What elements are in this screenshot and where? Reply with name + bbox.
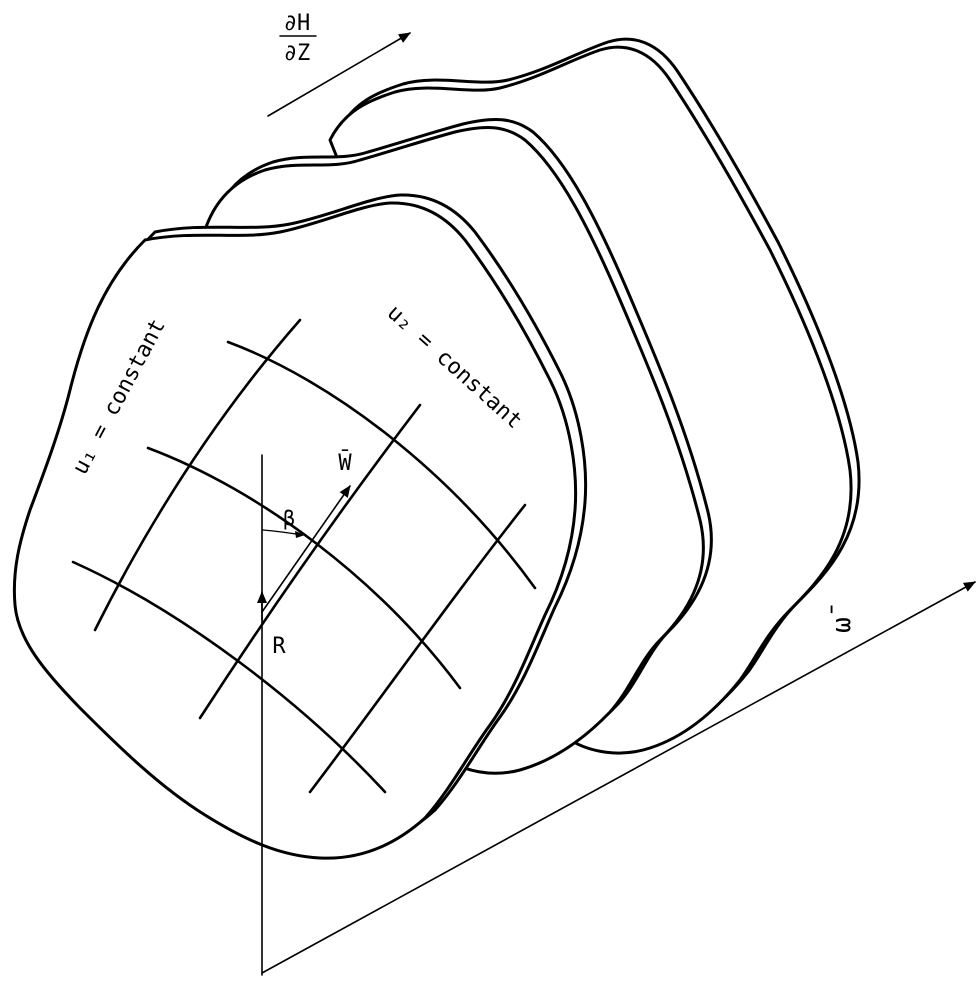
beta-label: β	[283, 506, 295, 530]
omega-axis-arrow	[261, 581, 976, 974]
w-vector-label: W̄	[338, 450, 352, 476]
r-label: R	[272, 634, 286, 659]
dh-dz-arrow	[267, 32, 411, 117]
u2-constant-lines	[71, 340, 537, 794]
dh-dz-numerator: ∂H	[284, 11, 311, 36]
omega-label: ω̄	[827, 605, 857, 633]
u1-line-3	[308, 503, 527, 794]
u2-line-1	[226, 340, 537, 590]
u1-line-1	[93, 318, 302, 632]
u2-line-3	[71, 560, 387, 794]
beta-arc-arrowhead	[295, 531, 305, 538]
u2-line-2	[146, 446, 462, 690]
u1-constant-lines	[93, 318, 527, 794]
w-vector-arrow	[261, 485, 351, 613]
u1-line-2	[198, 403, 422, 720]
dh-dz-denominator: ∂Z	[284, 41, 311, 66]
stream-surface-front	[12, 193, 588, 860]
